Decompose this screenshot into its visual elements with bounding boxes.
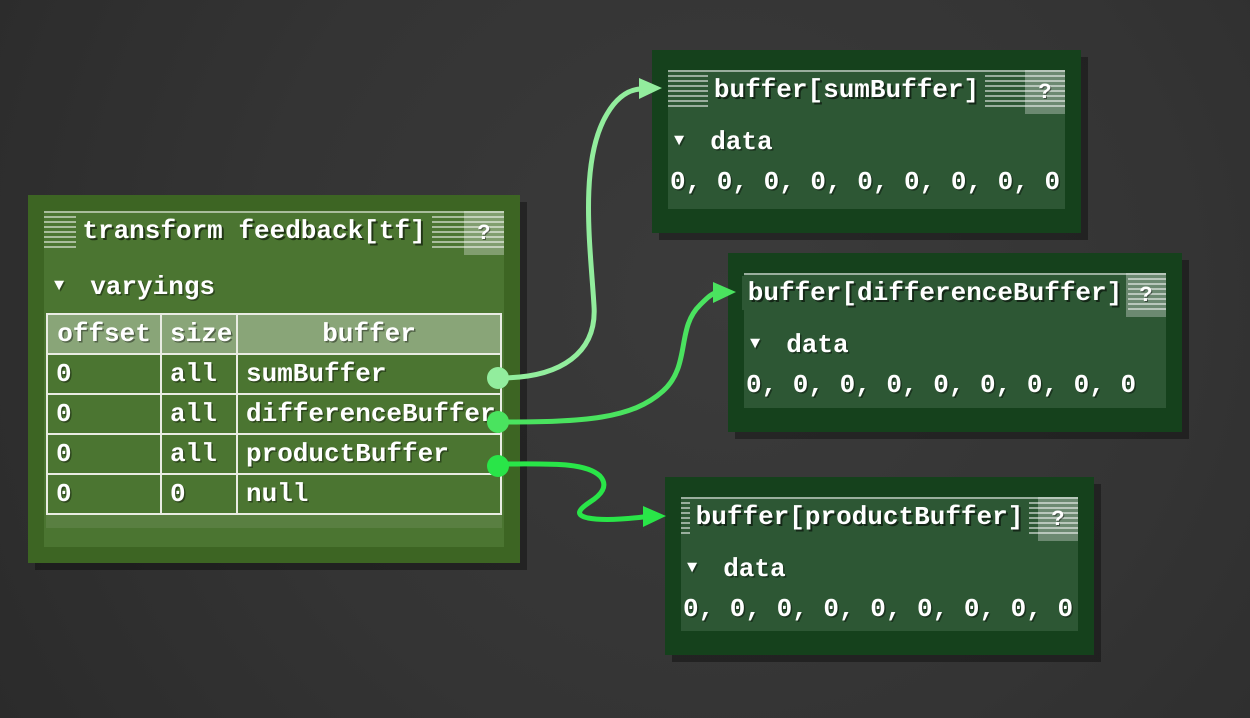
column-header-buffer: buffer [236,313,502,355]
wire-sum-buffer [497,86,643,381]
connection-dot-product[interactable] [487,455,509,477]
buffer-data-values: 0, 0, 0, 0, 0, 0, 0, 0, 0 [746,370,1137,400]
panel-title: transform feedback[tf] [76,214,432,248]
data-expander[interactable]: ▼ data [674,127,1065,157]
cell-size: all [160,393,238,435]
wire-product-buffer [497,461,646,523]
varyings-expander[interactable]: ▼ varyings [54,272,504,302]
connection-dot-sum[interactable] [487,367,509,389]
cell-offset: 0 [46,473,162,515]
buffer-panel-product-body: buffer[productBuffer] ? ▼ data 0, 0, 0, … [681,497,1078,631]
transform-feedback-panel-body: transform feedback[tf] ? ▼ varyings offs… [44,211,504,547]
expander-label: data [786,330,849,360]
cell-buffer: differenceBuffer [236,393,502,435]
cell-size: all [160,433,238,475]
buffer-panel-sum-body: buffer[sumBuffer] ? ▼ data 0, 0, 0, 0, 0… [668,70,1065,209]
cell-offset: 0 [46,433,162,475]
data-expander[interactable]: ▼ data [687,554,1078,584]
panel-title: buffer[sumBuffer] [707,73,986,107]
help-button[interactable]: ? [1025,70,1065,114]
table-row: 0 all productBuffer [46,433,502,475]
arrowhead-product-icon [643,506,666,527]
help-button[interactable]: ? [464,211,504,255]
cell-offset: 0 [46,353,162,395]
collapse-triangle-icon: ▼ [750,335,761,354]
data-expander[interactable]: ▼ data [750,330,1166,360]
transform-feedback-panel[interactable]: transform feedback[tf] ? ▼ varyings offs… [28,195,520,563]
buffer-difference-titlebar[interactable]: buffer[differenceBuffer] ? [741,273,1166,317]
buffer-product-titlebar[interactable]: buffer[productBuffer] ? [681,497,1078,541]
varyings-table: offset size buffer 0 all sumBuffer 0 all… [46,313,502,515]
panel-title: buffer[differenceBuffer] [741,276,1129,310]
buffer-panel-difference-body: buffer[differenceBuffer] ? ▼ data 0, 0, … [741,273,1166,408]
panel-title: buffer[productBuffer] [689,500,1030,534]
help-button[interactable]: ? [1126,273,1166,317]
table-row: 0 all sumBuffer [46,353,502,395]
wire-difference-buffer [497,290,718,425]
table-row: 0 0 null [46,473,502,515]
cell-size: all [160,353,238,395]
cell-buffer: null [236,473,502,515]
buffer-panel-product[interactable]: buffer[productBuffer] ? ▼ data 0, 0, 0, … [665,477,1094,655]
cell-offset: 0 [46,393,162,435]
transform-feedback-titlebar[interactable]: transform feedback[tf] ? [44,211,504,255]
expander-label: data [710,127,773,157]
buffer-panel-difference[interactable]: buffer[differenceBuffer] ? ▼ data 0, 0, … [728,253,1182,432]
buffer-data-values: 0, 0, 0, 0, 0, 0, 0, 0, 0 [683,594,1074,624]
column-header-size: size [160,313,238,355]
table-header-row: offset size buffer [46,313,502,355]
expander-label: data [723,554,786,584]
collapse-triangle-icon: ▼ [674,132,685,151]
column-header-offset: offset [46,313,162,355]
buffer-panel-sum[interactable]: buffer[sumBuffer] ? ▼ data 0, 0, 0, 0, 0… [652,50,1081,233]
collapse-triangle-icon: ▼ [687,559,698,578]
help-button[interactable]: ? [1038,497,1078,541]
cell-buffer: productBuffer [236,433,502,475]
table-row: 0 all differenceBuffer [46,393,502,435]
table-footer-strip [46,515,502,528]
buffer-sum-titlebar[interactable]: buffer[sumBuffer] ? [668,70,1065,114]
connection-dot-difference[interactable] [487,411,509,433]
cell-buffer: sumBuffer [236,353,502,395]
expander-label: varyings [90,272,216,302]
cell-size: 0 [160,473,238,515]
collapse-triangle-icon: ▼ [54,277,65,296]
buffer-data-values: 0, 0, 0, 0, 0, 0, 0, 0, 0 [670,167,1061,197]
